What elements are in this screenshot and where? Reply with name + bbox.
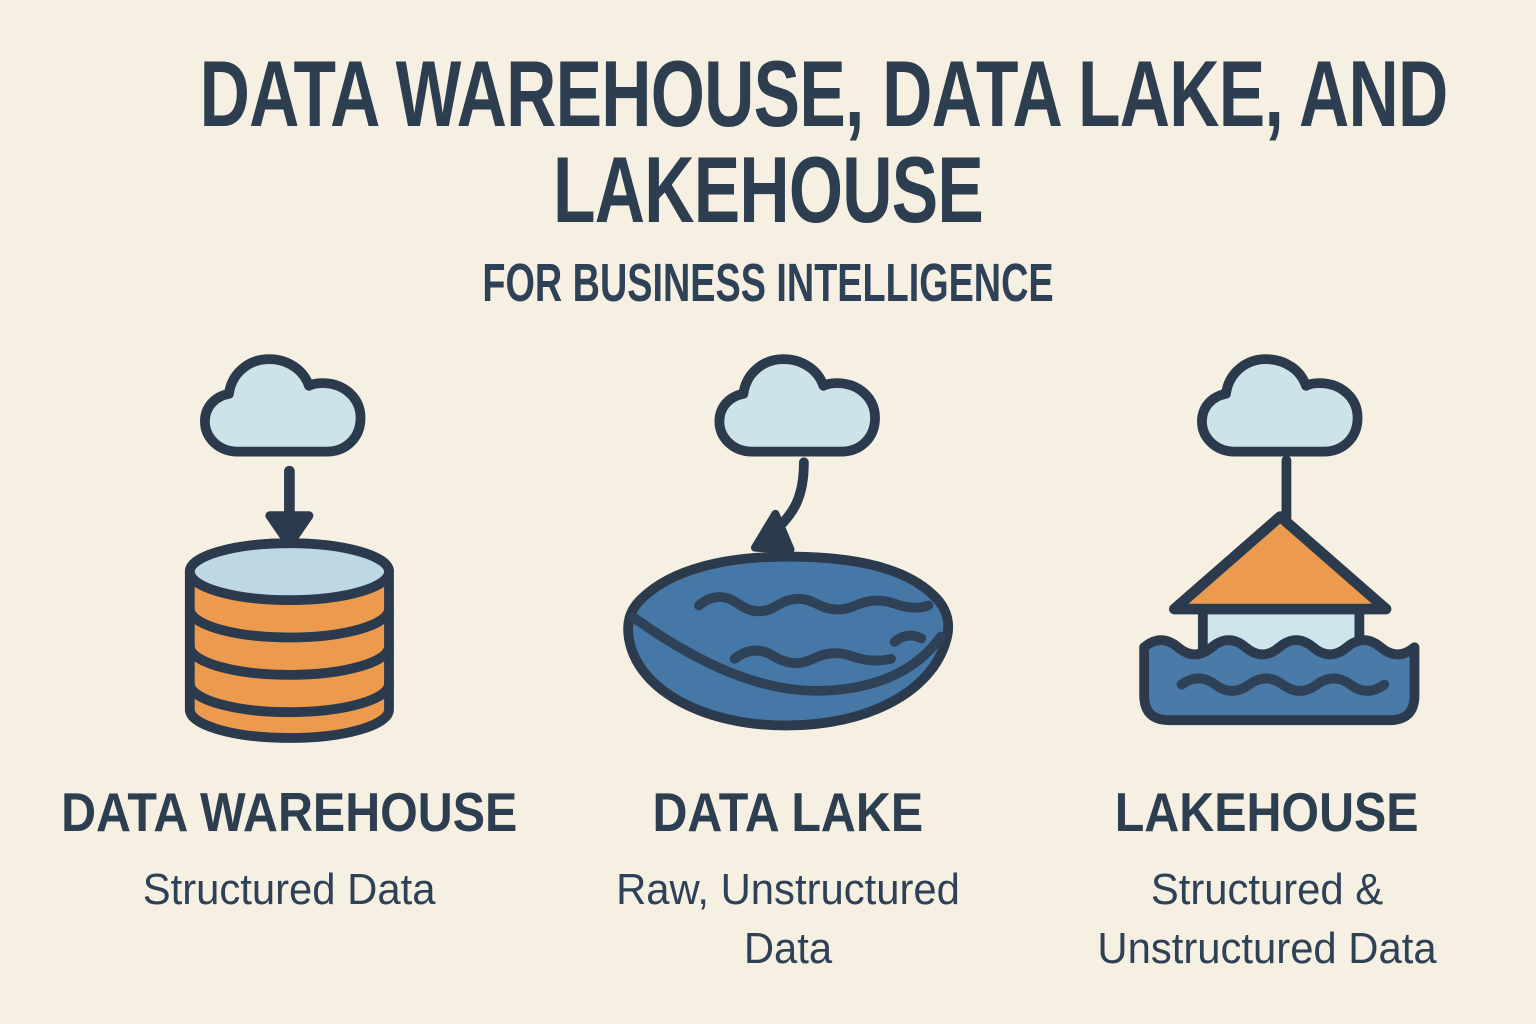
cloud-icon <box>199 353 366 457</box>
cloud-icon <box>714 353 880 457</box>
cloud-to-lakehouse-icon <box>1089 336 1445 754</box>
lake-wave-line-2 <box>729 645 896 668</box>
column-description-data-lake: Raw, Unstructured Data <box>615 864 960 974</box>
database-band-line-2 <box>184 641 394 680</box>
lake-wave-line-1 <box>693 591 934 616</box>
cloud-to-lake-svg <box>623 353 954 731</box>
curved-arrow-head <box>750 509 795 554</box>
column-description-data-warehouse: Structured Data <box>142 864 436 914</box>
water-wave-line <box>1176 673 1389 696</box>
cloud-to-database-svg <box>184 353 394 743</box>
column-data-lake: DATA LAKE Raw, Unstructured Data <box>548 336 1027 979</box>
header: DATA WAREHOUSE, DATA LAKE, AND LAKEHOUSE… <box>0 0 1536 314</box>
page-title: DATA WAREHOUSE, DATA LAKE, AND LAKEHOUSE <box>0 46 1536 238</box>
house-roof <box>1168 510 1392 615</box>
database-band-line-1 <box>184 603 394 643</box>
column-title-data-warehouse: DATA WAREHOUSE <box>61 780 518 843</box>
column-data-warehouse: DATA WAREHOUSE Structured Data <box>30 336 548 979</box>
column-lakehouse: LAKEHOUSE Structured & Unstructured Data <box>1027 336 1506 979</box>
database-top-surface <box>184 538 394 605</box>
page-title-line1: DATA WAREHOUSE, DATA LAKE, AND <box>199 41 1449 146</box>
cloud-to-database-icon <box>156 336 423 754</box>
lake-contour-line <box>628 611 946 696</box>
lake-wave-dash <box>889 630 927 647</box>
column-description-lakehouse: Structured & Unstructured Data <box>1097 864 1437 974</box>
down-arrow-tip <box>270 518 308 547</box>
cloud-to-lake-icon <box>610 336 966 754</box>
page-subtitle: FOR BUSINESS INTELLIGENCE <box>482 252 1054 313</box>
page-title-line2: LAKEHOUSE <box>552 136 984 242</box>
comparison-columns: DATA WAREHOUSE Structured Data <box>0 336 1536 979</box>
cloud-to-lakehouse-svg <box>1138 353 1420 725</box>
column-title-data-lake: DATA LAKE <box>652 780 924 843</box>
column-title-lakehouse: LAKEHOUSE <box>1114 780 1419 843</box>
cloud-icon <box>1196 353 1363 457</box>
database-band-line-3 <box>184 678 394 717</box>
